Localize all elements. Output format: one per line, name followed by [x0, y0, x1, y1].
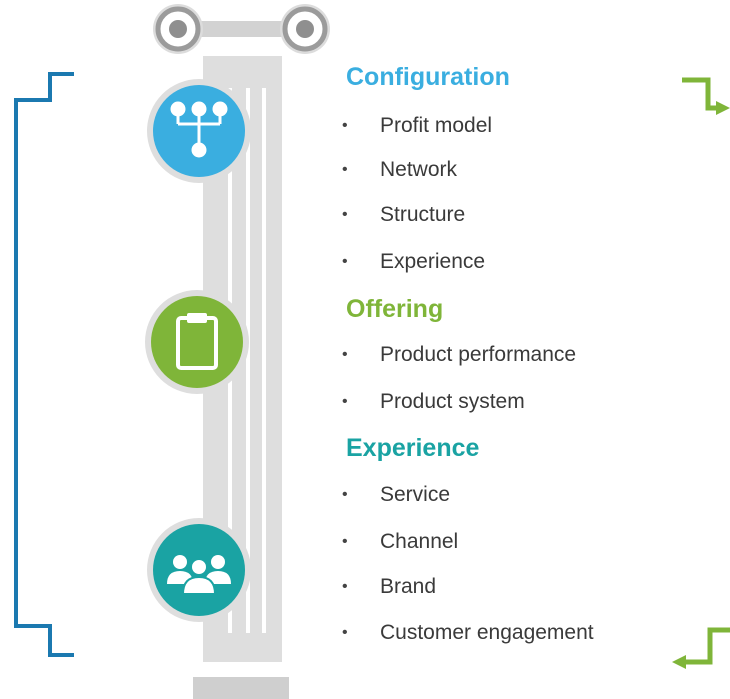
- list-item-label: Network: [380, 158, 458, 181]
- bottom-right-arrow: [684, 627, 730, 665]
- configuration-icon-circle: [147, 79, 251, 183]
- top-right-arrow: [682, 77, 718, 111]
- list-item-label: Profit model: [380, 114, 493, 137]
- pillar-capital-bar: [176, 21, 306, 37]
- list-item-label: Brand: [380, 575, 437, 598]
- configuration-heading: Configuration: [346, 63, 510, 91]
- experience-heading: Experience: [346, 434, 480, 462]
- list-item-label: Customer engagement: [380, 621, 594, 644]
- left-scroll-ring: [153, 4, 203, 54]
- bullet: •: [342, 624, 348, 641]
- bottom-right-arrow-head: [672, 655, 686, 669]
- bullet: •: [342, 117, 348, 134]
- bullet: •: [342, 161, 348, 178]
- bullet: •: [342, 533, 348, 550]
- left-bracket: [14, 72, 74, 657]
- list-item-label: Channel: [380, 530, 459, 553]
- bullet: •: [342, 578, 348, 595]
- hierarchy-network-icon: [170, 101, 228, 158]
- experience-icon-circle: [147, 518, 251, 622]
- offering-heading: Offering: [346, 295, 444, 323]
- offering-icon-circle: [145, 290, 249, 394]
- bullet: •: [342, 253, 348, 270]
- top-right-arrow-head: [716, 101, 730, 115]
- bullet: •: [342, 393, 348, 410]
- bullet: •: [342, 206, 348, 223]
- pillar-base: [193, 677, 289, 699]
- right-scroll-ring: [280, 4, 330, 54]
- clipboard-icon: [176, 313, 218, 370]
- list-item-label: Product performance: [380, 343, 577, 366]
- list-item-label: Product system: [380, 390, 525, 413]
- list-item-label: Service: [380, 483, 451, 506]
- bullet: •: [342, 486, 348, 503]
- bullet: •: [342, 346, 348, 363]
- list-item-label: Experience: [380, 250, 486, 273]
- list-item-label: Structure: [380, 203, 466, 226]
- group-of-people-icon: [167, 555, 231, 595]
